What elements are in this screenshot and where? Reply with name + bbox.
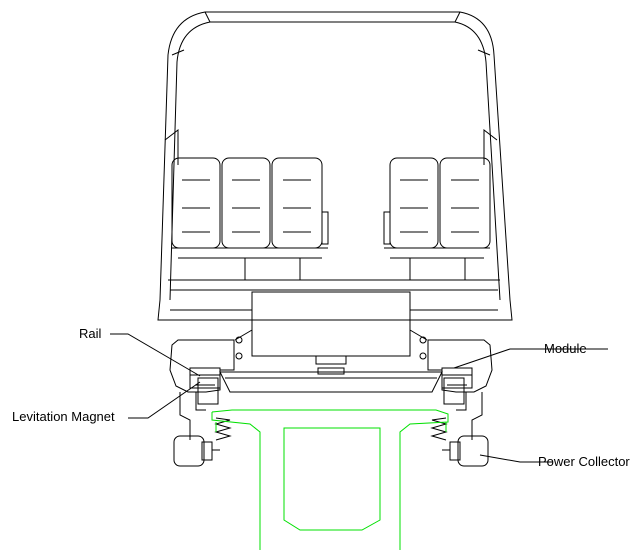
power-collector-leader-line	[479, 454, 552, 463]
vehicle-body	[157, 11, 513, 321]
levitation-magnets	[189, 367, 473, 405]
levitation-magnet-leader-line	[128, 381, 201, 419]
module-leader-line	[453, 348, 608, 369]
rail-leader-line	[110, 333, 201, 377]
seat-group-right	[383, 157, 491, 280]
undercarriage	[234, 291, 428, 365]
power-collectors	[173, 417, 489, 467]
passenger-seats	[171, 157, 491, 280]
levitation-magnet-label: Levitation Magnet	[12, 409, 115, 424]
levitation-module	[169, 339, 493, 440]
seat-group-left	[171, 157, 329, 280]
power-collector-label: Power Collector	[538, 454, 630, 469]
module-label: Module	[544, 341, 587, 356]
leader-lines	[110, 333, 608, 463]
guideway	[211, 409, 449, 550]
rail-label: Rail	[79, 326, 102, 341]
